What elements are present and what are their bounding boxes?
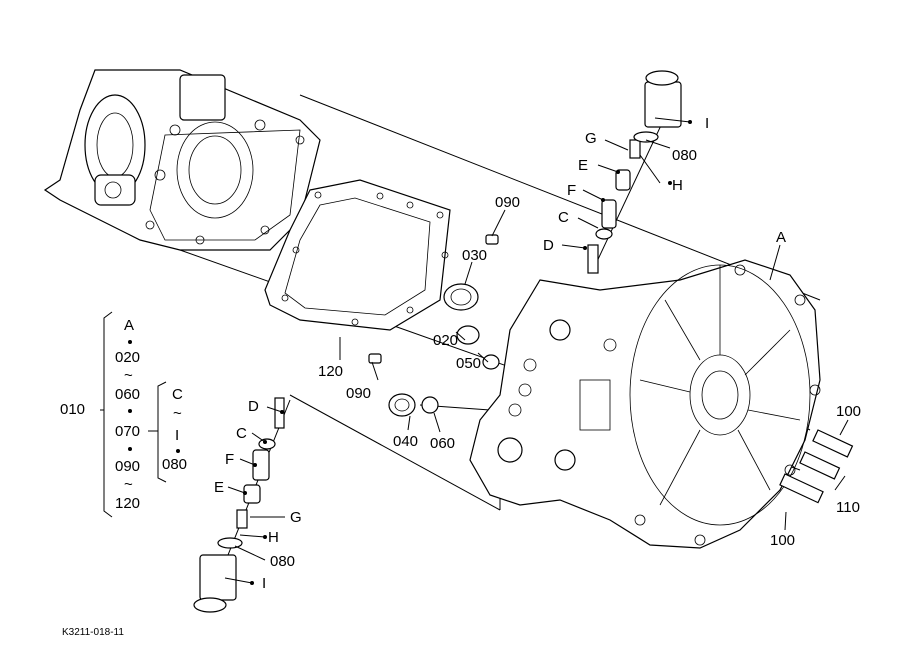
callout-h-bottom: H (268, 529, 279, 546)
legend-assembly-number: 010 (60, 401, 85, 418)
callout-080-top: 080 (672, 147, 697, 164)
callout-d-bottom: D (248, 398, 259, 415)
callout-100-b: 100 (770, 532, 795, 549)
callout-110: 110 (836, 499, 860, 516)
bolts (779, 429, 854, 504)
callout-i-top: I (705, 115, 709, 132)
legend-col1-item: 070 (115, 423, 140, 440)
callout-f-top: F (567, 182, 576, 199)
legend-col1-item: A (124, 317, 134, 334)
callout-c-top: C (558, 209, 569, 226)
housing-assembly-a (469, 259, 821, 549)
callout-f-bottom: F (225, 451, 234, 468)
transmission-case-left (43, 69, 321, 251)
callout-e-top: E (578, 157, 588, 174)
legend-col1-item: ~ (124, 367, 133, 384)
callout-050: 050 (456, 355, 481, 372)
callout-060: 060 (430, 435, 455, 452)
legend-col1-item: 060 (115, 386, 140, 403)
legend-col1-item: 020 (115, 349, 140, 366)
leader-lines (224, 117, 849, 584)
legend-col2-item: 080 (162, 456, 187, 473)
callout-a: A (776, 229, 786, 246)
callout-100-a: 100 (836, 403, 861, 420)
callout-i-bottom: I (262, 575, 266, 592)
callout-030: 030 (462, 247, 487, 264)
gasket (264, 179, 451, 331)
assembly-legend: 010 A 020 ~ 060 070 090 ~ 120 C ~ I 080 (60, 311, 187, 518)
legend-col2-item: C (172, 386, 183, 403)
callout-020: 020 (433, 332, 458, 349)
top-valve-stack (587, 70, 682, 274)
figure-code: K3211-018-11 (62, 627, 124, 638)
legend-col1-item: ~ (124, 476, 133, 493)
legend-col1-item: 090 (115, 458, 140, 475)
callout-120: 120 (318, 363, 343, 380)
callout-c-bottom: C (236, 425, 247, 442)
callout-h-top: H (672, 177, 683, 194)
bottom-valve-stack (193, 397, 291, 613)
callout-g-bottom: G (290, 509, 302, 526)
leader-dots (243, 120, 692, 585)
callout-d-top: D (543, 237, 554, 254)
callout-labels: I 080 G H E F C D A 090 030 020 050 120 … (214, 115, 861, 592)
callout-090-mid: 090 (346, 385, 371, 402)
legend-col1-item: 120 (115, 495, 140, 512)
callout-e-bottom: E (214, 479, 224, 496)
callout-040: 040 (393, 433, 418, 450)
small-parts (368, 234, 500, 417)
callout-080-bottom: 080 (270, 553, 295, 570)
legend-col2-item: ~ (173, 405, 182, 422)
callout-g-top: G (585, 130, 597, 147)
legend-col2-item: I (175, 427, 179, 444)
callout-090-top: 090 (495, 194, 520, 211)
